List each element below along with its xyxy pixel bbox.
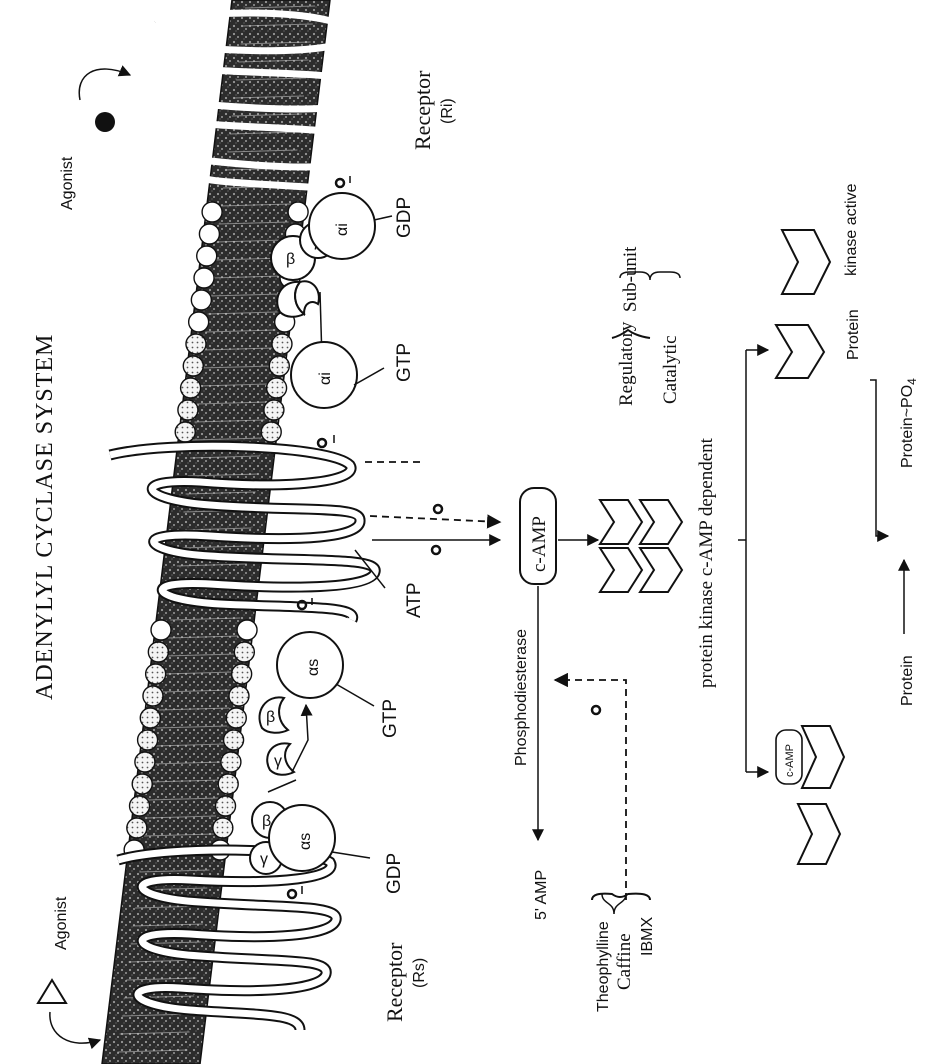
phosphodiesterase-label: Phosphodiesterase [513,629,530,766]
lipid-head [194,268,214,288]
lipid-head [229,686,249,706]
agonist-top-label: Agonist [59,156,76,210]
lipid-head [186,334,206,354]
five-amp-label: 5' AMP [533,870,550,920]
pk-dependent-label: protein kinase c-AMP dependent [696,437,717,688]
receptor-ri-label: Receptor [410,70,435,150]
inhibitor-theophylline: Theophylline [595,921,612,1012]
agonist-bottom-label: Agonist [53,896,70,950]
diagram-title: ADENYLYL CYCLASE SYSTEM [32,334,58,700]
alpha-i-gdp-label: αi [334,223,351,236]
gdp-top-label: GDP [394,197,415,238]
subunit-label: Sub-unit [620,246,641,312]
lipid-head [234,642,254,662]
gi-protein-gtp: αi GTP [291,342,415,447]
agonist-rs-group: Agonist [38,896,100,1043]
lipid-head [272,334,292,354]
gtp-bottom-label: GTP [380,699,401,738]
lipid-head [288,202,308,222]
lipid-head [199,224,219,244]
inhibitor-ibmx: IBMX [639,917,656,956]
lipid-head [178,400,198,420]
inhibitor-caffine: Caffine [614,933,635,990]
gi-beta-label: β [286,251,295,268]
receptor-rs-label: Receptor [382,942,407,1022]
protein-label: Protein [899,655,916,706]
lipid-head [261,422,281,442]
gs-protein-gtp: αs GTP [277,598,401,738]
camp-node: c-AMP [520,488,598,584]
lipid-head [140,708,160,728]
lipid-head [143,686,163,706]
pde-inhibitors: Theophylline Caffine IBMX [592,894,656,1012]
protein-kinase-active-label-1: Protein [845,309,862,360]
agonist-triangle-icon [38,980,66,1003]
lipid-head [127,818,147,838]
lipid-head [183,356,203,376]
catalytic-label: Catalytic [660,335,681,404]
lipid-head [148,642,168,662]
lipid-head [175,422,195,442]
agonist-top-dot-icon [95,112,115,132]
lipid-head [224,730,244,750]
receptor-rs-sub: (Rs) [411,958,428,988]
receptor-ri-sub: (Ri) [439,98,456,124]
lipid-head [189,312,209,332]
catalytic-active-subunits: Protein kinase active [776,183,862,378]
agonist-ri-group: Agonist [59,69,130,210]
protein-kinase-inactive: Regulatory Catalytic Sub-unit protein ki… [600,246,717,688]
gs-gamma2-label: γ [260,851,268,868]
lipid-head [269,356,289,376]
atp-conversion: ATP [355,462,500,618]
protein-kinase-active-label-2: kinase active [843,183,860,276]
lipid-head [202,202,222,222]
phosphorylation: Protein~PO4 Protein [870,378,919,706]
lipid-head [181,378,201,398]
alpha-s-gtp-label: αs [305,659,322,676]
lipid-head [218,774,238,794]
lipid-head [197,246,217,266]
lipid-head [237,620,257,640]
gs-beta-label: β [266,709,275,726]
camp-label: c-AMP [529,516,550,572]
kinase-dissociation [738,350,768,772]
lipid-head [264,400,284,420]
protein-po4-label: Protein~PO4 [899,378,919,468]
lipid-head [138,730,158,750]
alpha-i-gtp-label: αi [317,372,334,385]
lipid-head [232,664,252,684]
receptor-rs [118,850,336,1030]
gdp-bottom-label: GDP [384,853,405,894]
lipid-head [226,708,246,728]
lipid-head [221,752,241,772]
lipid-head [267,378,287,398]
lipid-head [135,752,155,772]
gs-beta-gamma-shift: β γ [259,697,308,792]
lipid-head [146,664,166,684]
camp-small-label: c-AMP [784,744,796,777]
gtp-top-label: GTP [394,343,415,382]
lipid-head [132,774,152,794]
lipid-head [191,290,211,310]
alpha-s-gdp-label: αs [297,833,314,850]
lipid-head [216,796,236,816]
lipid-head [151,620,171,640]
lipid-head [130,796,150,816]
phosphodiesterase-path: Phosphodiesterase 5' AMP [513,586,626,920]
regulatory-camp-complex: c-AMP [776,726,844,864]
atp-label: ATP [404,582,425,618]
gs-gamma-label: γ [274,753,282,770]
lipid-head [213,818,233,838]
